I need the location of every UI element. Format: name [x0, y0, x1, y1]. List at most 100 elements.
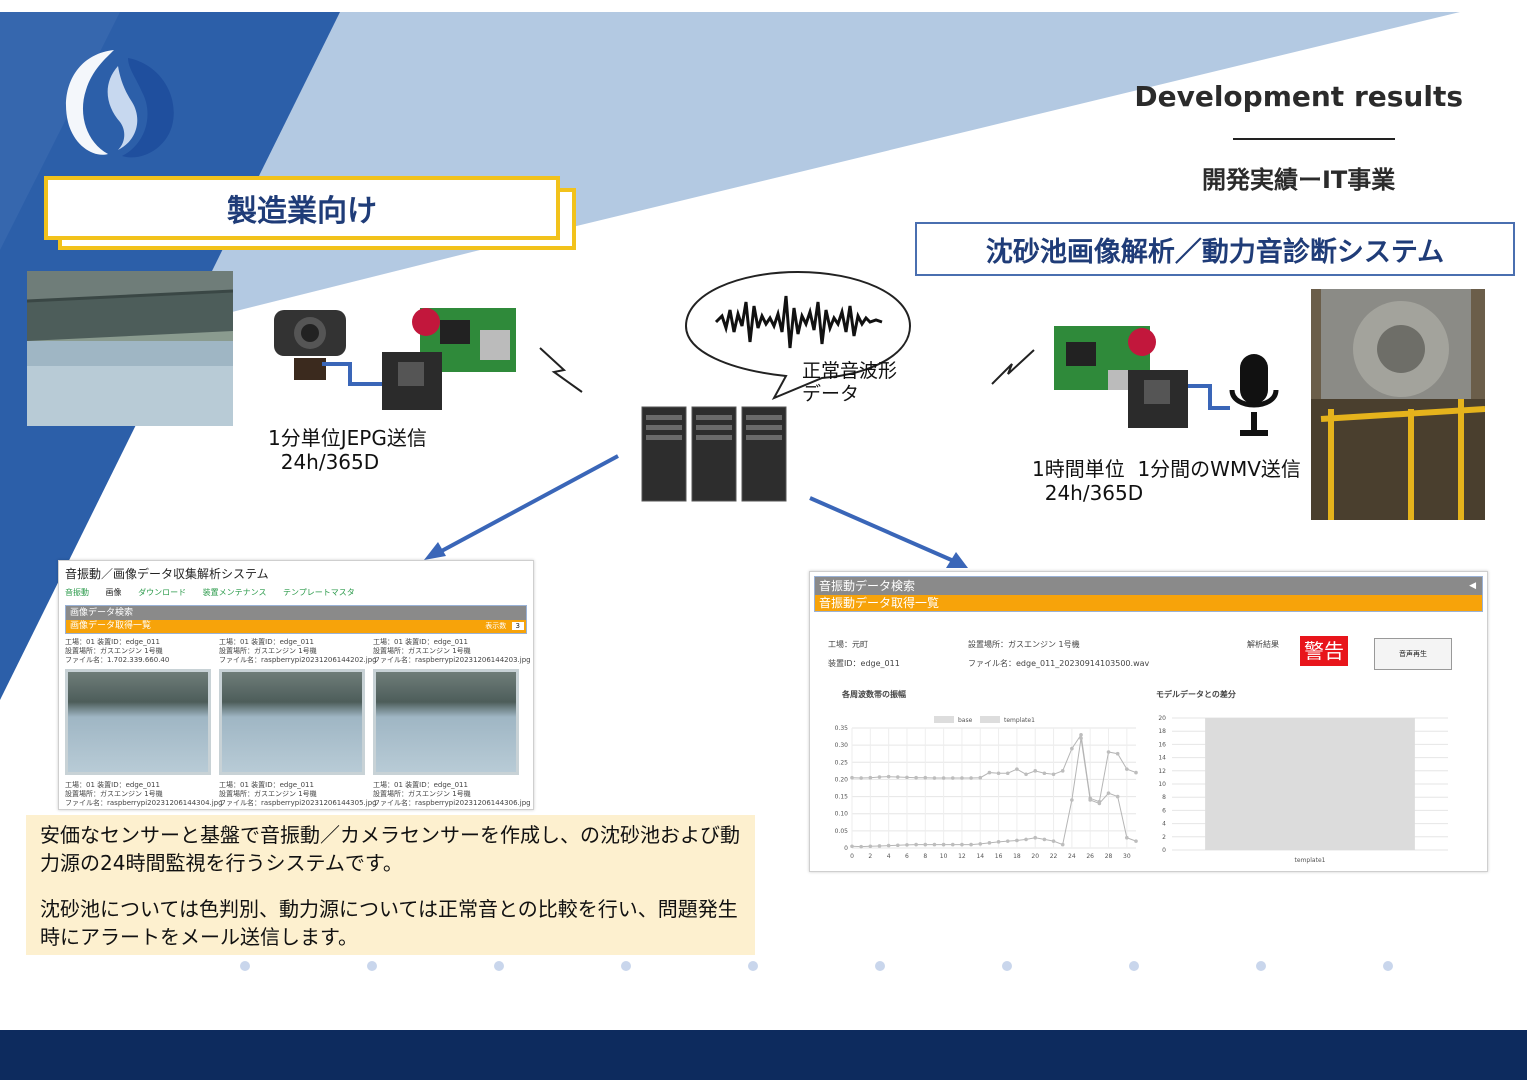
data-point [1134, 839, 1138, 843]
data-point [1079, 736, 1083, 741]
x-category-label: template1 [1295, 857, 1326, 864]
nav-download[interactable]: ダウンロード [138, 588, 187, 597]
decor-dot [621, 961, 631, 971]
legend-label: base [958, 717, 973, 724]
data-point [969, 842, 973, 847]
warning-badge: 警告 [1300, 636, 1348, 666]
arrow-to-left-app [424, 454, 619, 560]
data-point [1125, 767, 1129, 771]
data-point [1015, 767, 1019, 771]
engine-photo [1311, 289, 1485, 520]
data-point [905, 843, 909, 847]
basin-thumbnail-2[interactable] [219, 669, 365, 775]
data-point [868, 844, 873, 849]
wireless-signal-icon [539, 347, 583, 393]
data-point [932, 842, 937, 847]
y-tick-label: 0.30 [835, 742, 849, 749]
basin-thumbnail-1[interactable] [65, 669, 211, 775]
decor-dot [1256, 961, 1266, 971]
y-tick-label: 0 [844, 845, 848, 852]
display-count-label: 表示数 [485, 622, 507, 630]
y-tick-label: 0.05 [835, 828, 849, 835]
decor-dot [875, 961, 885, 971]
footer-bar [0, 1030, 1527, 1080]
play-audio-button[interactable]: 音声再生 [1374, 638, 1452, 670]
legend-label: template1 [1004, 717, 1035, 724]
data-point [1070, 746, 1074, 751]
data-point [1024, 772, 1028, 777]
system-title: 沈砂池画像解析／動力音診断システム [915, 222, 1515, 276]
y-tick-label: 16 [1158, 741, 1166, 748]
connection-cable-right [1188, 384, 1230, 410]
legend-swatch [934, 716, 954, 723]
left-app-nav: 音振動 画像 ダウンロード 装置メンテナンス テンプレートマスタ [59, 584, 533, 601]
data-point [960, 776, 964, 780]
basin-thumbnail-3[interactable] [373, 669, 519, 775]
decor-dot [1129, 961, 1139, 971]
nav-template[interactable]: テンプレートマスタ [283, 588, 355, 597]
data-point [950, 842, 955, 847]
sand-basin-photo [27, 271, 233, 426]
right-caption: 1時間単位 1分間のWMV送信 24h/365D [1032, 457, 1301, 505]
data-point [950, 776, 955, 780]
collapse-icon[interactable]: ◀ [1469, 581, 1476, 591]
data-point [1015, 838, 1019, 843]
data-point [868, 775, 873, 780]
data-point [1005, 839, 1010, 843]
left-app-title: 音振動／画像データ収集解析システム [65, 567, 269, 581]
waveform-bubble [684, 270, 912, 400]
x-tick-label: 18 [1013, 853, 1021, 860]
data-point [850, 775, 854, 780]
x-tick-label: 16 [995, 853, 1003, 860]
bubble-label: 正常音波形 データ [802, 360, 898, 405]
data-point [1060, 769, 1065, 773]
y-tick-label: 14 [1158, 755, 1166, 762]
data-point [1051, 839, 1056, 843]
x-tick-label: 2 [868, 853, 872, 860]
data-point [1042, 837, 1047, 842]
decor-dot [1383, 961, 1393, 971]
header-title-jp: 開発実績ーIT事業 [1202, 166, 1396, 194]
data-point [905, 775, 909, 780]
x-tick-label: 26 [1086, 853, 1094, 860]
device-label: 装置ID：edge_011 [828, 659, 900, 668]
data-point [1115, 794, 1120, 799]
nav-image[interactable]: 画像 [105, 588, 122, 597]
x-tick-label: 20 [1031, 853, 1039, 860]
y-tick-label: 20 [1158, 715, 1166, 722]
y-tick-label: 18 [1158, 728, 1166, 735]
data-point [859, 844, 863, 849]
note-paragraph-2: 沈砂池については色判別、動力源については正常音との比較を行い、問題発生時にアラー… [40, 897, 738, 949]
file-label: ファイル名：edge_011_20230914103500.wav [968, 659, 1150, 668]
y-tick-label: 6 [1162, 807, 1166, 814]
data-point [941, 776, 946, 780]
data-point [923, 842, 928, 847]
nav-sound[interactable]: 音振動 [65, 588, 89, 597]
legend-swatch [980, 716, 1000, 723]
sound-search-bar[interactable]: 音振動データ検索 ◀ [815, 577, 1482, 595]
nav-maintenance[interactable]: 装置メンテナンス [202, 588, 267, 597]
data-point [960, 842, 964, 847]
x-tick-label: 6 [905, 853, 909, 860]
company-logo [65, 50, 174, 158]
y-tick-label: 0 [1162, 847, 1166, 854]
data-point [996, 840, 1001, 844]
x-tick-label: 8 [923, 853, 927, 860]
location-label: 設置場所：ガスエンジン 1号機 [968, 640, 1080, 649]
factory-label: 工場：元町 [828, 640, 868, 649]
chart2-title: モデルデータとの差分 [1156, 690, 1236, 699]
y-tick-label: 2 [1162, 834, 1166, 841]
header-divider [1233, 138, 1395, 140]
display-count-select[interactable]: 3 [511, 622, 524, 630]
data-point [886, 843, 891, 848]
data-point [1060, 842, 1065, 847]
image-search-bar[interactable]: 画像データ検索 [66, 606, 526, 620]
data-point [914, 775, 918, 780]
data-point [1115, 751, 1120, 756]
x-tick-label: 4 [887, 853, 891, 860]
